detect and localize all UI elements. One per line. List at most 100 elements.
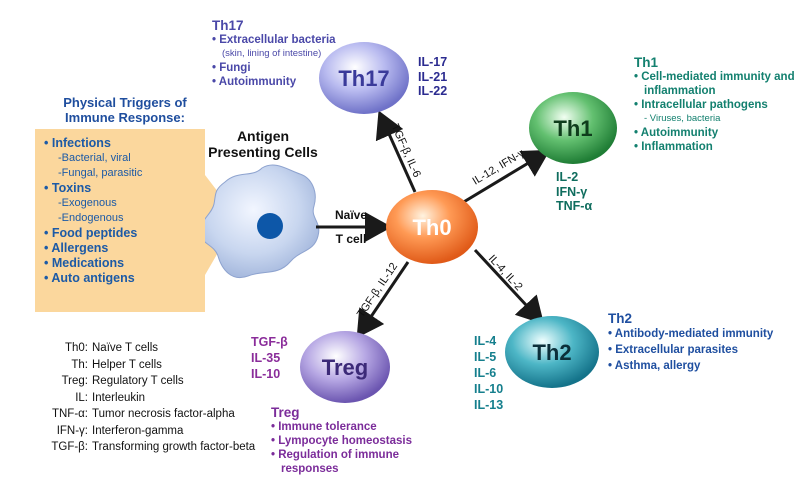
node-th0: [386, 190, 478, 264]
arrow-th0-th1: [461, 149, 551, 205]
treg-list: Immune tolerance Lympocyte homeostasis R…: [271, 420, 412, 476]
trigger-item: Auto antigens: [44, 271, 142, 286]
th17-heading: Th17: [212, 18, 244, 33]
trigger-item: Medications: [44, 256, 142, 271]
th17-list: Extracellular bacteria (skin, lining of …: [212, 33, 336, 89]
trigger-item: Toxins: [44, 181, 142, 196]
triggers-list: Infections -Bacterial, viral -Fungal, pa…: [44, 136, 142, 286]
legend-abbr: Th:: [71, 358, 88, 371]
abbreviation-legend: Th0: Naïve T cells Th: Helper T cells Treg…: [8, 340, 255, 456]
trigger-item: Food peptides: [44, 226, 142, 241]
node-treg-label: Treg: [322, 355, 368, 380]
th2-info: Th2 Antibody-mediated immunity Extracell…: [608, 311, 773, 374]
cytokine: IL-2: [556, 170, 579, 184]
th2-item: Asthma, allergy: [608, 358, 773, 374]
trigger-item: Allergens: [44, 241, 142, 256]
legend-abbr: IFN-γ:: [56, 424, 88, 437]
cytokine: IFN-γ: [556, 184, 588, 199]
th2-heading: Th2: [608, 311, 633, 326]
arrow-th0-th17: [375, 110, 417, 193]
legend-desc: Regulatory T cells: [92, 375, 184, 387]
legend-row: TGF-β: Transforming growth factor-beta: [8, 439, 255, 456]
arrow-th0-th2: [473, 248, 545, 325]
triggers-title-line1: Physical Triggers of: [63, 95, 187, 110]
arrow-label-th2: IL-4, IL-2: [486, 253, 525, 293]
legend-abbr: Th0:: [64, 342, 88, 354]
cytokine: IL-17: [418, 55, 448, 69]
treg-item: Immune tolerance: [271, 420, 412, 434]
node-th0-label: Th0: [412, 215, 451, 240]
trigger-subitem: -Exogenous: [58, 197, 117, 209]
node-th17-label: Th17: [338, 66, 389, 91]
legend-desc: Interferon-gamma: [92, 424, 184, 437]
cytokine: TNF-α: [556, 199, 593, 213]
th1-item: Inflammation: [634, 140, 795, 154]
th17-subitem: (skin, lining of intestine): [222, 48, 322, 59]
treg-info: Treg Immune tolerance Lympocyte homeosta…: [271, 405, 412, 476]
treg-item: Regulation of immune: [271, 448, 412, 462]
legend-desc: Transforming growth factor-beta: [92, 441, 256, 453]
cytokine: IL-6: [474, 366, 497, 380]
th1-heading: Th1: [634, 55, 659, 70]
apc-title-line1: Antigen: [236, 128, 290, 144]
treg-item: Lympocyte homeostasis: [271, 434, 412, 448]
cytokine: IL-21: [418, 69, 448, 84]
trigger-subitem: -Bacterial, viral: [58, 152, 131, 164]
legend-abbr: Treg:: [61, 375, 88, 387]
legend-row: IL:Interleukin: [8, 390, 255, 407]
node-th1: [529, 92, 617, 164]
arrow-th0-treg: [356, 261, 410, 338]
node-treg: [300, 331, 390, 403]
cytokine: IL-4: [474, 334, 497, 348]
legend-row: Treg: Regulatory T cells: [8, 373, 255, 390]
trigger-subitem: -Fungal, parasitic: [58, 167, 143, 179]
treg-item-cont: responses: [281, 463, 339, 475]
th17-item: Autoimmunity: [212, 75, 336, 89]
th17-cytokines: IL-17 IL-21 IL-22: [418, 55, 447, 99]
th1-cytokines: IL-2 IFN-γ TNF-α: [556, 170, 592, 214]
arrow-label-treg: TGF-β, IL-12: [355, 261, 400, 320]
th17-item: Fungi: [212, 61, 336, 75]
cytokine: IL-10: [474, 382, 504, 396]
th1-item: Intracellular pathogens: [634, 98, 795, 112]
legend-desc: Interleukin: [92, 391, 146, 404]
th1-subitem: - Viruses, bacteria: [644, 113, 721, 124]
node-th17: [319, 42, 409, 114]
cytokine: IL-5: [474, 350, 497, 364]
th1-item-cont: inflammation: [644, 85, 716, 97]
th2-item: Antibody-mediated immunity: [608, 326, 773, 342]
naive-label-line1: Naïve: [335, 208, 367, 222]
apc-nucleus: [257, 213, 283, 239]
treg-cytokines: TGF-β IL-35 IL-10: [251, 334, 288, 382]
cytokine: IL-13: [474, 398, 504, 412]
node-th2-label: Th2: [532, 340, 571, 365]
cytokine: IL-10: [251, 367, 281, 381]
legend-row: TNF-α: Tumor necrosis factor-alpha: [8, 406, 255, 423]
trigger-item: Infections: [44, 136, 142, 151]
th17-info: Th17 Extracellular bacteria (skin, linin…: [212, 18, 336, 89]
cytokine: IL-22: [418, 84, 448, 98]
legend-desc: Tumor necrosis factor-alpha: [92, 408, 235, 420]
apc-title: Antigen Presenting Cells: [203, 128, 323, 160]
th1-info: Th1 Cell-mediated immunity and inflammat…: [634, 55, 795, 154]
legend-row: Th: Helper T cells: [8, 357, 255, 374]
legend-row: Th0: Naïve T cells: [8, 340, 255, 357]
naive-label-line2: T cell: [336, 232, 367, 246]
th1-list: Cell-mediated immunity and inflammation …: [634, 70, 795, 154]
cytokine: TGF-β: [251, 335, 288, 349]
node-th2: [505, 316, 599, 388]
legend-desc: Naïve T cells: [92, 342, 159, 354]
trigger-subitem: -Endogenous: [58, 212, 124, 224]
apc-title-line2: Presenting Cells: [208, 144, 318, 160]
th17-item: Extracellular bacteria: [212, 33, 335, 47]
legend-abbr: TGF-β:: [51, 441, 88, 453]
legend-abbr: TNF-α:: [51, 408, 88, 420]
node-th1-label: Th1: [553, 116, 592, 141]
th2-cytokines: IL-4 IL-5 IL-6 IL-10 IL-13: [474, 333, 503, 413]
th1-item: Autoimmunity: [634, 126, 795, 140]
legend-desc: Helper T cells: [92, 358, 162, 371]
cytokine: IL-35: [251, 351, 281, 365]
treg-heading: Treg: [271, 405, 300, 420]
th2-list: Antibody-mediated immunity Extracellular…: [608, 326, 773, 374]
